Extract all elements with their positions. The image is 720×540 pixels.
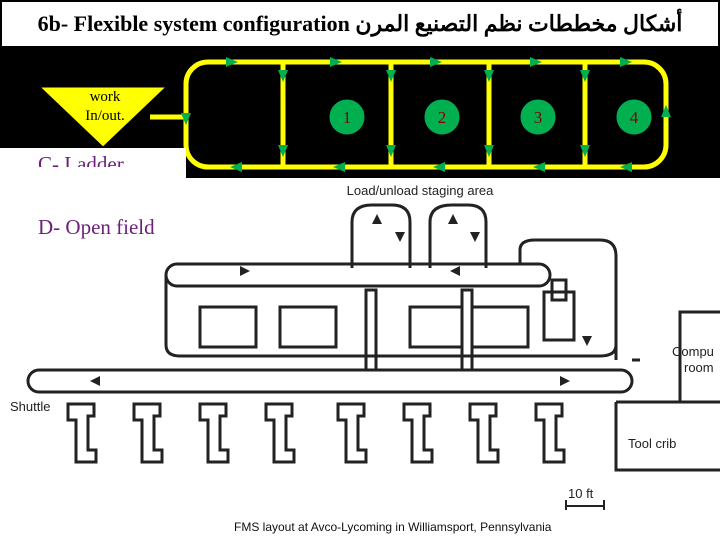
shuttle-conveyor: [26, 368, 634, 394]
staging-loop-left: [350, 203, 412, 268]
outer-track: [164, 275, 618, 358]
station-label: 1: [343, 108, 352, 127]
arrow-icon: [560, 376, 570, 386]
arrow-icon: [484, 70, 494, 82]
open-field-arrows: [90, 214, 592, 386]
ladder-flow-arrows: [181, 57, 671, 172]
arrow-icon: [240, 266, 250, 276]
arrow-icon: [386, 145, 396, 157]
machine-box: [66, 402, 98, 464]
arrow-icon: [226, 57, 238, 67]
tool-crib-label: Tool crib: [628, 436, 676, 451]
ladder-diagram: work In/out. 1 2 3 4 C- Ladder: [0, 57, 671, 178]
station-4: 4: [615, 98, 653, 136]
machine-box: [132, 402, 164, 464]
arrow-icon: [386, 70, 396, 82]
machine-box: [198, 305, 258, 349]
arrow-icon: [181, 113, 191, 125]
arrow-icon: [395, 232, 405, 242]
staging-loop-right: [428, 203, 488, 268]
computer-room-label-line1: Compu: [672, 344, 714, 359]
machine-box: [278, 305, 338, 349]
station-2: 2: [423, 98, 461, 136]
machine-box: [336, 402, 368, 464]
scale-label: 10 ft: [568, 486, 594, 501]
staging-area-label: Load/unload staging area: [347, 183, 495, 198]
arrow-icon: [450, 266, 460, 276]
arrow-icon: [661, 105, 671, 117]
transfer-track: [460, 288, 474, 372]
arrow-icon: [620, 162, 632, 172]
arrow-icon: [530, 57, 542, 67]
arrow-icon: [433, 162, 445, 172]
work-label-line1: work: [90, 89, 121, 105]
machine-box: [198, 402, 230, 464]
arrow-icon: [90, 376, 100, 386]
arrow-icon: [330, 57, 342, 67]
machine-box: [468, 402, 500, 464]
shuttle-machines: [66, 402, 566, 464]
open-field-panel: [0, 178, 720, 540]
arrow-icon: [333, 162, 345, 172]
shuttle-label: Shuttle: [10, 399, 50, 414]
scale-bar: [565, 500, 605, 510]
computer-room-wall: [678, 310, 720, 404]
computer-room-label-line2: room: [684, 360, 714, 375]
machine-box: [542, 290, 576, 342]
arrow-icon: [230, 162, 242, 172]
right-loop: [518, 238, 618, 360]
title-bar: 6b- Flexible system configuration أشكال …: [0, 0, 720, 48]
arrow-icon: [582, 336, 592, 346]
station-label: 2: [438, 108, 447, 127]
arrow-icon: [533, 162, 545, 172]
arrow-icon: [278, 70, 288, 82]
arrow-icon: [580, 70, 590, 82]
arrow-icon: [372, 214, 382, 224]
arrow-icon: [580, 145, 590, 157]
machine-box: [264, 402, 296, 464]
machine-box: [550, 278, 568, 302]
station-3: 3: [519, 98, 557, 136]
work-label-line2: In/out.: [85, 108, 125, 124]
tool-crib-wall: [614, 402, 720, 472]
arrow-icon: [278, 145, 288, 157]
machine-box: [402, 402, 434, 464]
arrow-icon: [430, 57, 442, 67]
station-1: 1: [328, 98, 366, 136]
open-field-caption: D- Open field: [38, 215, 155, 239]
page-title: 6b- Flexible system configuration أشكال …: [37, 11, 683, 36]
arrow-icon: [620, 57, 632, 67]
figure-caption: FMS layout at Avco-Lycoming in Williamsp…: [234, 520, 552, 534]
arrow-icon: [470, 232, 480, 242]
station-label: 4: [630, 108, 639, 127]
station-label: 3: [534, 108, 543, 127]
arrow-icon: [484, 145, 494, 157]
open-field-diagram: D- Open field Load/unload staging area: [0, 167, 720, 540]
machine-box: [534, 402, 566, 464]
work-inout-station: [38, 86, 168, 148]
ladder-loop: [150, 59, 669, 170]
fms-layout-lines: [26, 203, 720, 472]
arrow-icon: [448, 214, 458, 224]
transfer-track: [364, 288, 378, 372]
